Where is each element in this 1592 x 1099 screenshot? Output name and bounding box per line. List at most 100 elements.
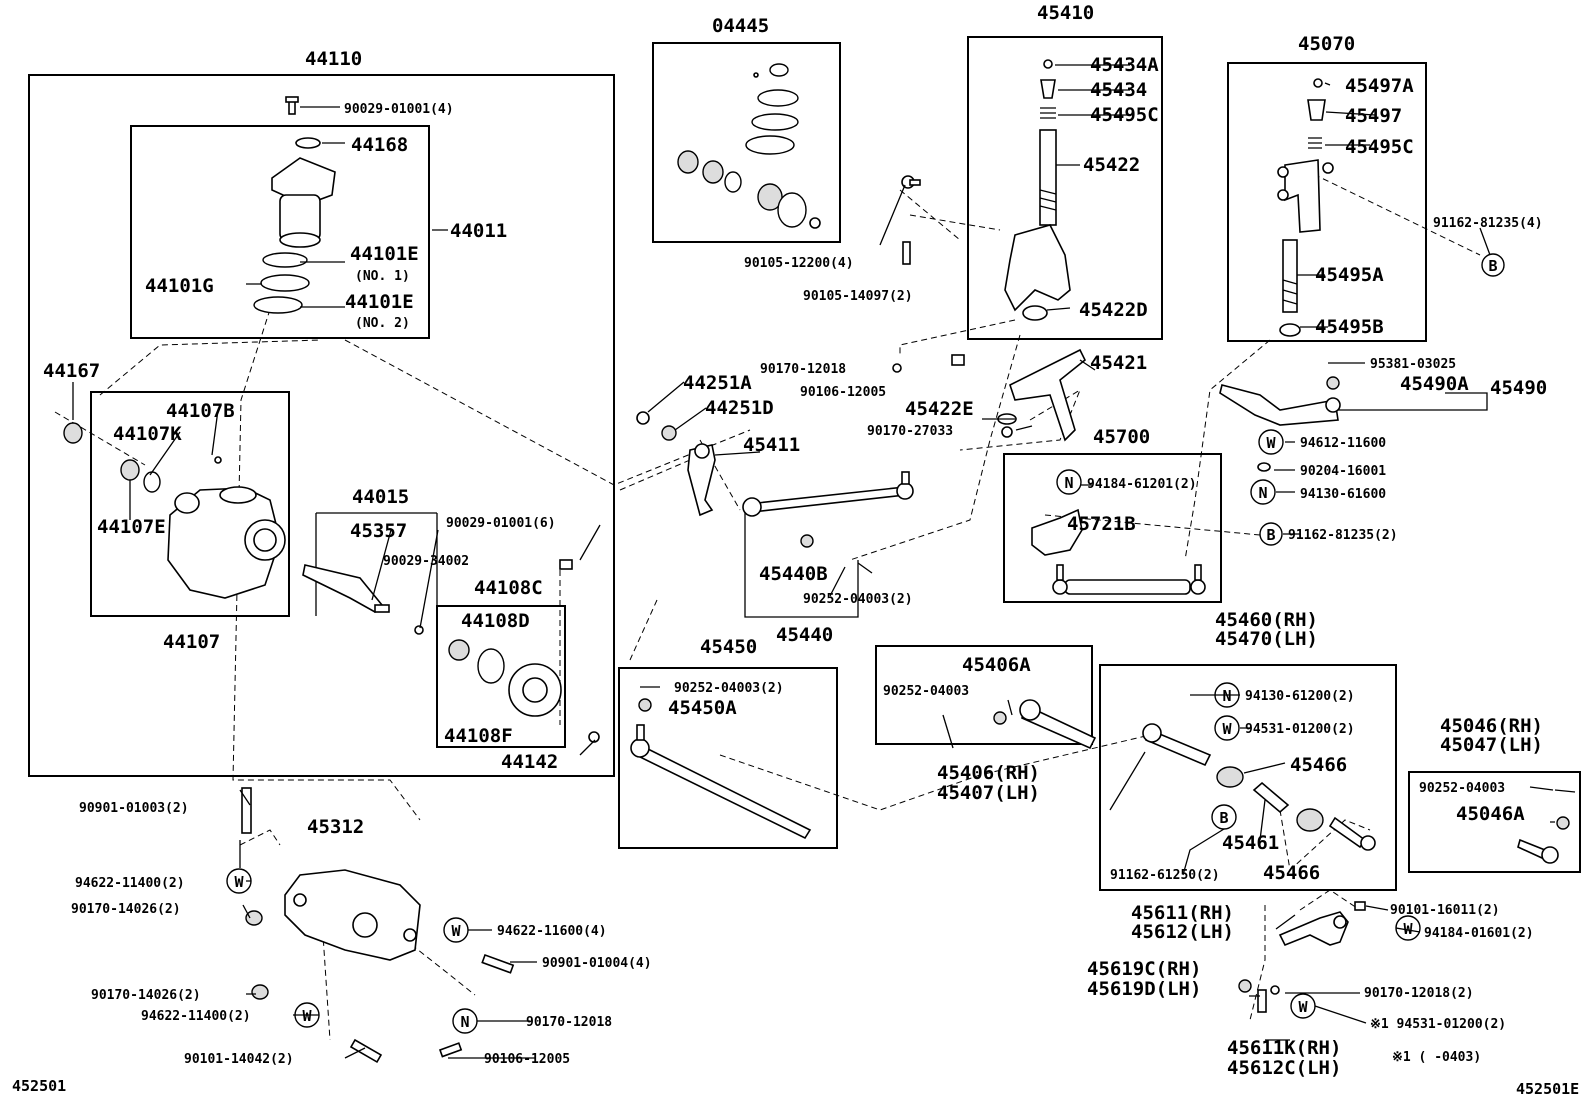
tie-rod-end-icon	[1328, 816, 1376, 851]
guide-line	[619, 459, 691, 491]
label-no1: (NO. 1)	[355, 269, 410, 284]
group-box-45046	[1408, 771, 1581, 873]
washer-icon	[1022, 305, 1048, 321]
label-44251D: 44251D	[705, 397, 774, 419]
label-44108D: 44108D	[461, 610, 530, 632]
label-95381-03025: 95381-03025	[1370, 357, 1456, 372]
bolt-icon	[349, 1038, 383, 1064]
label-45619C: 45619C(RH)	[1087, 958, 1201, 980]
label-44251A: 44251A	[683, 372, 752, 394]
group-box-45460	[1099, 664, 1397, 891]
label-90170-14026-a: 90170-14026(2)	[71, 902, 181, 917]
label-45407: 45407(LH)	[937, 782, 1040, 804]
label-45466-b: 45466	[1263, 862, 1320, 884]
label-45721B: 45721B	[1067, 513, 1136, 535]
label-44107E: 44107E	[97, 516, 166, 538]
label-45460: 45460(RH)	[1215, 609, 1318, 631]
label-45466-a: 45466	[1290, 754, 1347, 776]
label-44168: 44168	[351, 134, 408, 156]
plug-icon	[1313, 78, 1323, 88]
label-44108C: 44108C	[474, 577, 543, 599]
label-45495A: 45495A	[1315, 264, 1384, 286]
label-90170-12018-b: 90170-12018	[526, 1015, 612, 1030]
bolt-icon	[241, 787, 252, 834]
guide-line	[719, 734, 1151, 811]
symbol-n-icon: N	[1056, 469, 1082, 495]
label-44101E-1: 44101E	[350, 243, 419, 265]
guide-line	[1044, 514, 1261, 536]
o-ring-icon	[262, 252, 308, 268]
nut-icon	[636, 411, 650, 425]
label-90101-14042: 90101-14042(2)	[184, 1052, 294, 1067]
label-45434: 45434	[1090, 79, 1147, 101]
label-94130-61600: 94130-61600	[1300, 487, 1386, 502]
group-box-45070	[1227, 62, 1427, 342]
label-45497A: 45497A	[1345, 75, 1414, 97]
guide-line	[379, 919, 476, 996]
spring-icon	[1040, 107, 1056, 119]
symbol-w-icon: W	[1290, 993, 1316, 1019]
label-45619D: 45619D(LH)	[1087, 978, 1201, 1000]
nut-icon	[1556, 816, 1570, 830]
oil-seal-icon	[63, 422, 83, 444]
label-44107K: 44107K	[113, 423, 182, 445]
label-45046: 45046(RH)	[1440, 715, 1543, 737]
svg-text:W: W	[1298, 998, 1308, 1016]
label-94531-01200-2a: 94531-01200(2)	[1245, 722, 1355, 737]
nut-icon	[892, 363, 902, 373]
label-90029-01001-4: 90029-01001(4)	[344, 102, 454, 117]
label-45422E: 45422E	[905, 398, 974, 420]
drawing-number-left: 452501	[12, 1077, 66, 1095]
svg-text:W: W	[451, 922, 461, 940]
group-box-44110	[28, 74, 615, 777]
bracket-45490	[1316, 392, 1488, 411]
label-45422D: 45422D	[1079, 299, 1148, 321]
o-ring-icon	[253, 296, 303, 314]
label-45450: 45450	[700, 636, 757, 658]
clamp-icon	[1216, 766, 1244, 788]
bolt-icon	[481, 953, 515, 974]
label-94130-61200: 94130-61200(2)	[1245, 689, 1355, 704]
cotter-pin-icon	[857, 562, 873, 574]
idler-bracket-icon	[1004, 224, 1071, 312]
cotter-pin-icon	[942, 714, 954, 749]
o-ring-icon	[477, 648, 505, 684]
bushing-icon	[1279, 323, 1301, 337]
bolt-icon	[559, 559, 573, 570]
svg-text:N: N	[1064, 474, 1073, 492]
shaft-icon	[1282, 239, 1298, 313]
group-box-45410	[967, 36, 1163, 340]
label-90029-34002: 90029-34002	[383, 554, 469, 569]
label-90252-04003-d: 90252-04003	[1419, 781, 1505, 796]
label-44107: 44107	[163, 631, 220, 653]
symbol-w-icon: W	[1214, 715, 1240, 741]
label-90901-01004: 90901-01004(4)	[542, 956, 652, 971]
svg-text:N: N	[1222, 687, 1231, 705]
nut-icon	[993, 711, 1007, 725]
label-45495C-b: 45495C	[1345, 136, 1414, 158]
label-90105-14097: 90105-14097(2)	[803, 289, 913, 304]
nut-icon	[1326, 376, 1340, 390]
label-90106-12005-b: 90106-12005	[484, 1052, 570, 1067]
cotter-pin-icon	[1554, 789, 1576, 793]
gear-bracket-icon	[284, 869, 421, 961]
label-45421: 45421	[1090, 352, 1147, 374]
clamp-icon	[1296, 808, 1324, 832]
group-box-45450	[618, 667, 838, 849]
ball-icon	[214, 456, 222, 464]
label-45700: 45700	[1093, 426, 1150, 448]
label-45497: 45497	[1345, 105, 1402, 127]
label-44011: 44011	[450, 220, 507, 242]
svg-text:B: B	[1488, 257, 1497, 275]
label-44167: 44167	[43, 360, 100, 382]
label-04445: 04445	[712, 15, 769, 37]
label-45611K: 45611K(RH)	[1227, 1037, 1341, 1059]
nut-icon	[1270, 985, 1280, 995]
label-45422: 45422	[1083, 154, 1140, 176]
bolt-icon	[438, 1042, 463, 1058]
label-90252-04003-2a: 90252-04003(2)	[803, 592, 913, 607]
group-box-44108C	[436, 605, 566, 748]
nut-icon	[1001, 426, 1013, 438]
damper-bracket-icon	[1031, 508, 1083, 556]
